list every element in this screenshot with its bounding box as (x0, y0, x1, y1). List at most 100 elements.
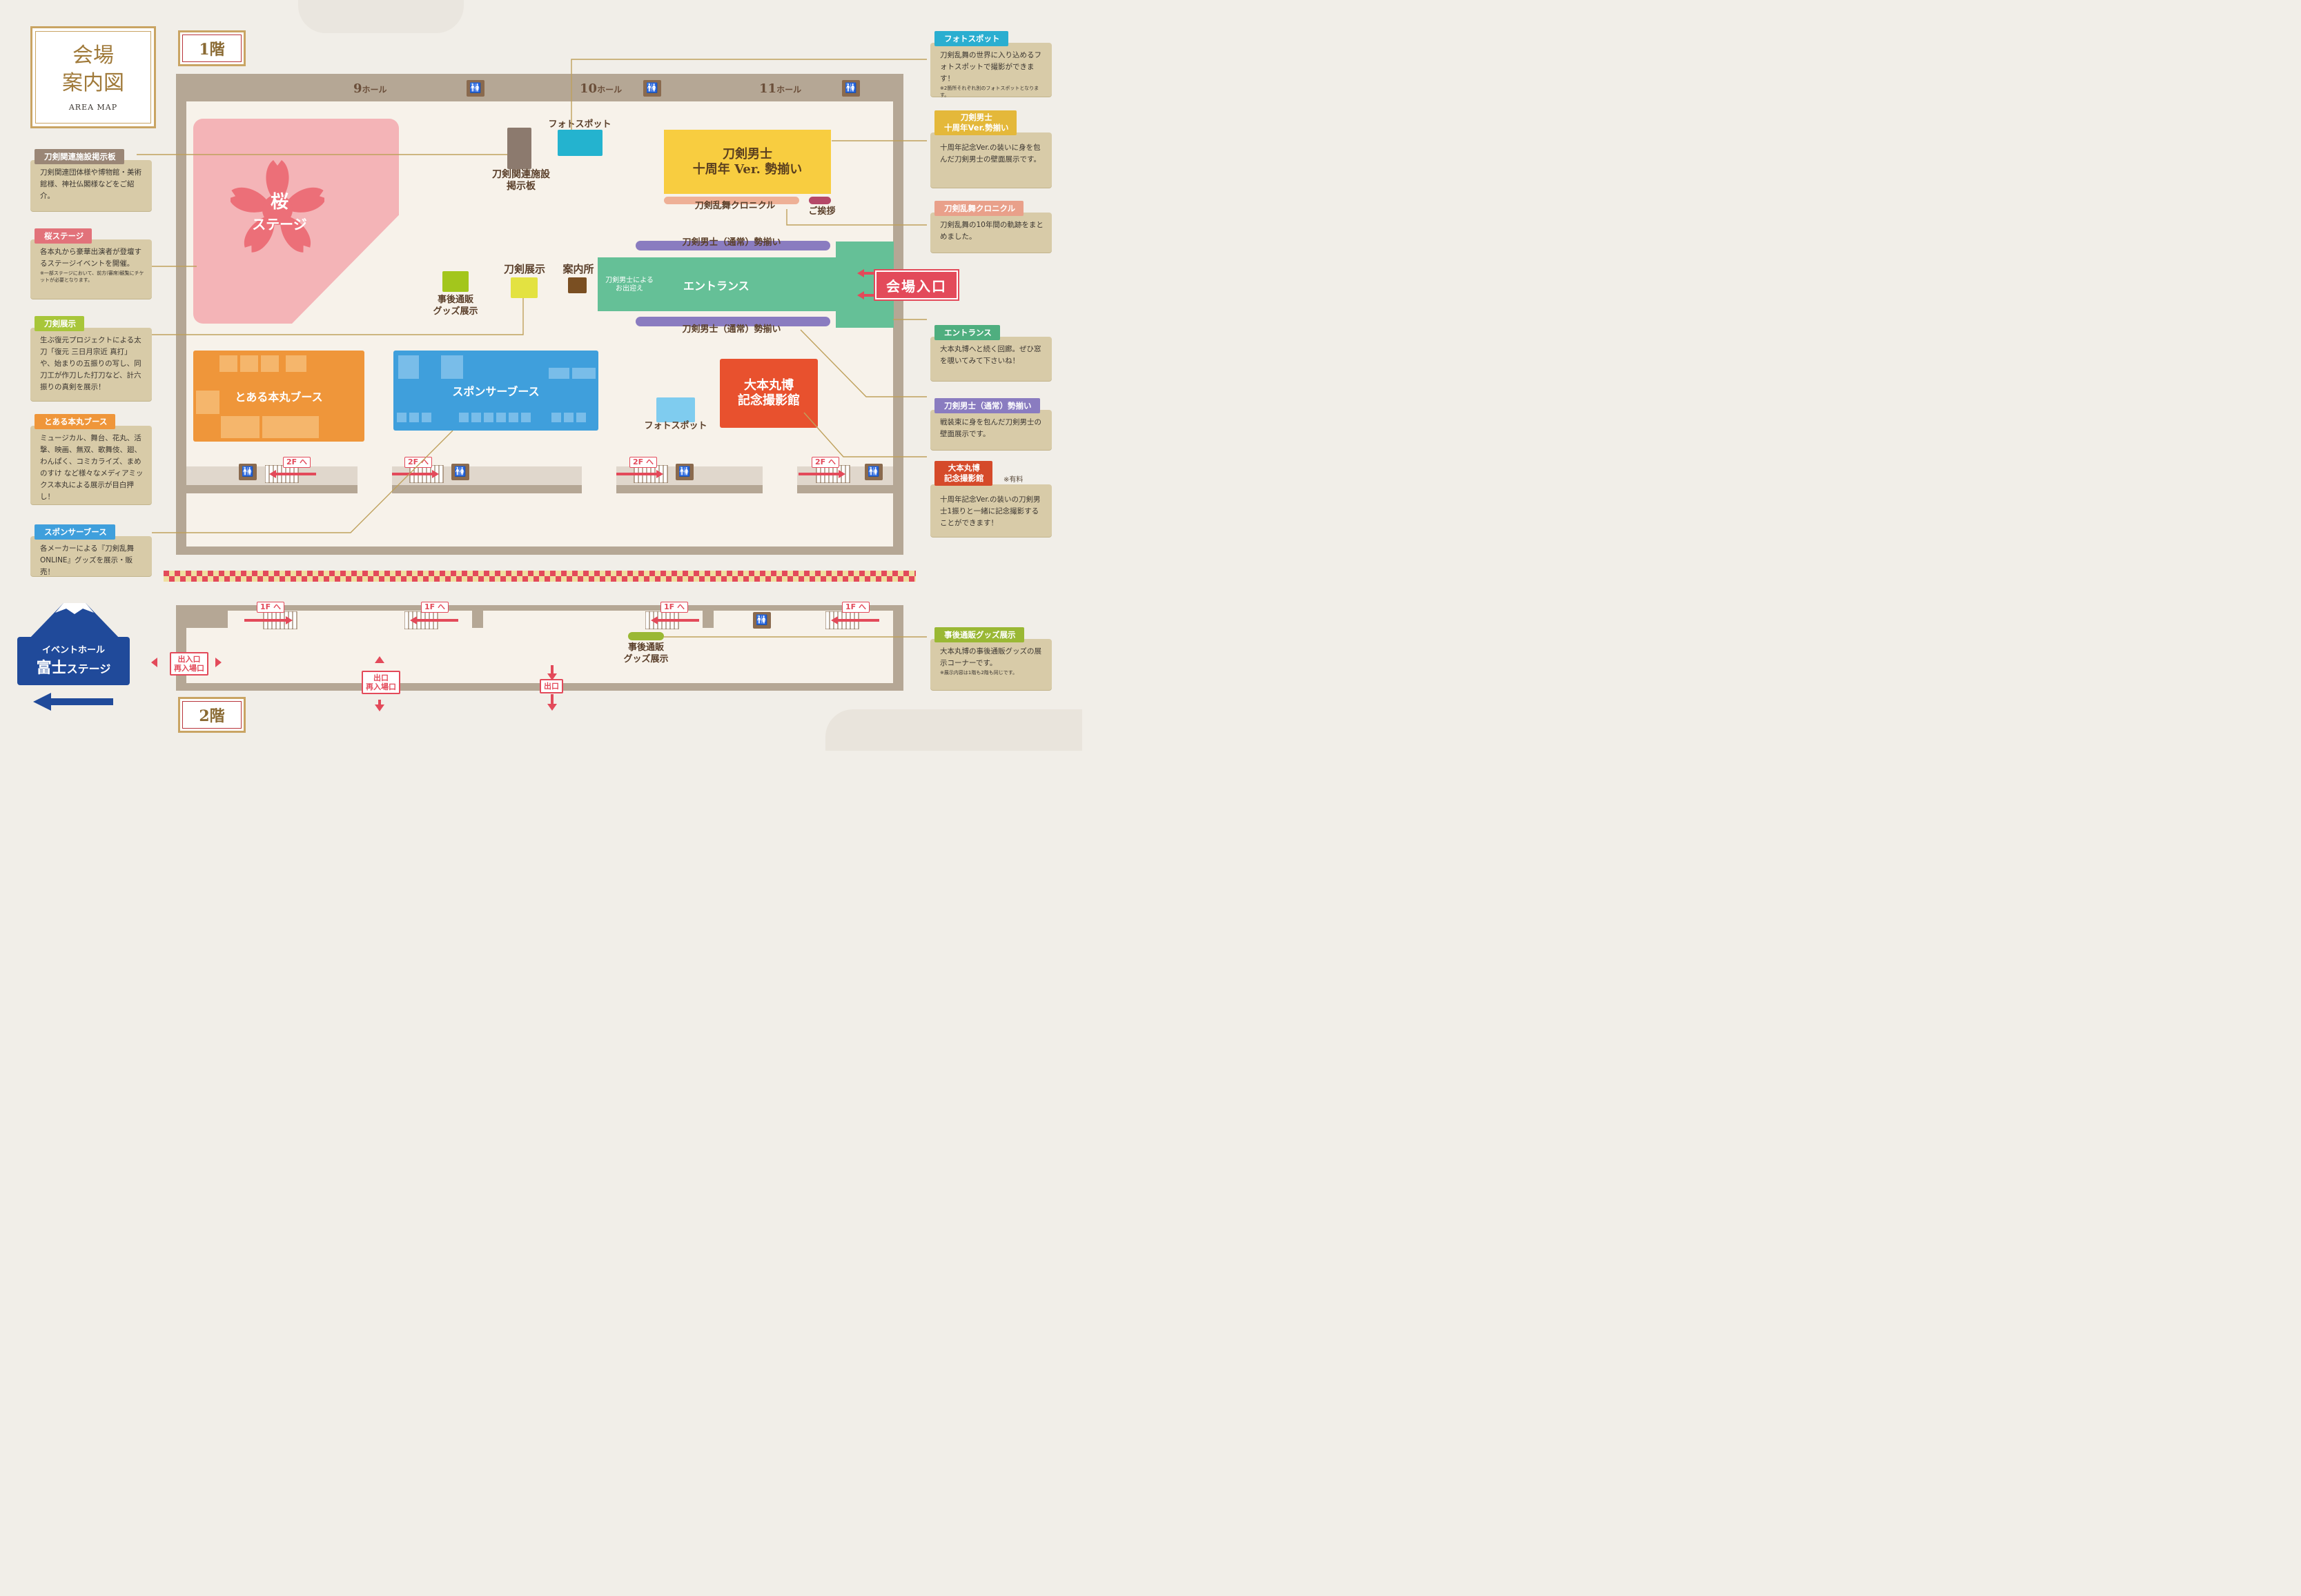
stairs-icon[interactable] (244, 611, 298, 629)
legend-sponsor-tag: スポンサーブース (35, 524, 115, 540)
fuji-line1: イベントホール (41, 645, 105, 656)
board-block[interactable] (507, 128, 531, 169)
info-desk-block[interactable] (568, 277, 587, 293)
touken-normal-top-label: 刀剣男士（通常）勢揃い (682, 237, 781, 248)
oomoto-studio[interactable]: 大本丸博記念撮影館 (720, 359, 818, 428)
legend-touken-10th-tag: 刀剣男士十周年Ver.勢揃い (934, 110, 1017, 135)
photospot-bottom-label: フォトスポット (644, 421, 707, 431)
legend-oomoto: 十周年記念Ver.の装いの刀剣男士1振りと一緒に記念撮影することができます！ (930, 484, 1052, 537)
chronicle-bar[interactable] (664, 197, 799, 204)
exit-reentry-left[interactable]: 出入口再入場口 (170, 652, 208, 676)
photospot-top-label: フォトスポット (548, 119, 611, 130)
to-1f-tag[interactable]: 1F へ (421, 602, 449, 613)
chronicle-label: 刀剣乱舞クロニクル (694, 201, 776, 211)
to-1f-tag[interactable]: 1F へ (257, 602, 284, 613)
legend-post-sale-tag: 事後通販グッズ展示 (934, 627, 1024, 642)
to-1f-tag[interactable]: 1F へ (660, 602, 688, 613)
stairs-icon[interactable] (616, 465, 669, 483)
post-sale-block[interactable] (442, 271, 469, 292)
legend-touken-normal: 戦装束に身を包んだ刀剣男士の壁面展示です。 (930, 410, 1052, 450)
to-2f-tag[interactable]: 2F へ (812, 457, 839, 468)
title-line2: 案内図 (62, 71, 124, 95)
floor-2-badge: 2階 (178, 697, 246, 733)
touken-exhibit-label: 刀剣展示 (503, 263, 545, 275)
legend-touken-exhibit-tag: 刀剣展示 (35, 316, 84, 331)
photospot-top-block[interactable] (558, 130, 603, 156)
title-line1: 会場 (72, 43, 114, 68)
sakura-icon (231, 160, 324, 253)
paid-note: ※有料 (1003, 476, 1024, 484)
sakura-stage-label: 桜ステージ (252, 192, 307, 233)
arrow-icon (375, 656, 384, 711)
fuji-title: 富士ステージ (36, 659, 111, 677)
photospot-bottom-block[interactable] (656, 397, 695, 422)
legend-board: 刀剣関連団体様や博物館・美術館様、神社仏閣様などをご紹介。 (30, 160, 152, 211)
booth-tiles (221, 416, 319, 438)
toilet-icon: 🚻 (451, 464, 469, 480)
legend-touken-normal-tag: 刀剣男士（通常）勢揃い (934, 398, 1040, 413)
to-1f-tag[interactable]: 1F へ (842, 602, 870, 613)
touken-normal-bottom-bar[interactable] (636, 317, 830, 326)
area-map-title: 会場案内図 AREA MAP (30, 26, 156, 128)
toilet-icon: 🚻 (842, 80, 860, 97)
booth-tiles (397, 413, 597, 424)
legend-chronicle: 刀剣乱舞の10年間の軌跡をまとめました。 (930, 213, 1052, 253)
legend-photospot-tag: フォトスポット (934, 31, 1008, 46)
legend-post-sale: 大本丸博の事後通販グッズの展示コーナーです。※展示内容は1階も2階も同じです。 (930, 639, 1052, 690)
toilet-icon: 🚻 (676, 464, 694, 480)
touken-exhibit-block[interactable] (511, 277, 538, 298)
stairs-icon[interactable] (645, 611, 699, 629)
toilet-icon: 🚻 (467, 80, 484, 97)
info-desk-label: 案内所 (562, 263, 594, 275)
to-2f-tag[interactable]: 2F へ (404, 457, 432, 468)
legend-touken-exhibit: 生ぶ復元プロジェクトによる太刀「復元 三日月宗近 真打」や、始まりの五振りの写し… (30, 328, 152, 401)
board-label: 刀剣関連施設掲示板 (492, 169, 550, 192)
entrance-greet-label: 刀剣男士によるお出迎え (605, 277, 654, 293)
booth-tiles (398, 355, 596, 379)
touken-10th-block[interactable]: 刀剣男士十周年 Ver. 勢揃い (664, 130, 831, 194)
booth-tiles (219, 355, 306, 372)
arrow-icon (857, 269, 875, 299)
to-2f-tag[interactable]: 2F へ (283, 457, 311, 468)
entry-sign[interactable]: 会場入口 (875, 270, 958, 299)
stairs-icon[interactable] (404, 611, 458, 629)
corridor (186, 485, 358, 493)
to-2f-tag[interactable]: 2F へ (629, 457, 657, 468)
cloud-decoration (825, 709, 1082, 751)
legend-touken-10th: 十周年記念Ver.の装いに身を包んだ刀剣男士の壁面展示です。 (930, 132, 1052, 188)
f2-post-sale-label: 事後通販グッズ展示 (623, 642, 669, 664)
greeting-label: ご挨拶 (808, 206, 836, 217)
toilet-icon: 🚻 (865, 464, 883, 480)
legend-photospot: 刀剣乱舞の世界に入り込めるフォトスポットで撮影ができます！※2箇所それぞれ別のフ… (930, 43, 1052, 98)
sponsor-booth-label: スポンサーブース (452, 385, 540, 398)
stairs-icon[interactable] (825, 611, 879, 629)
legend-sakura-tag: 桜ステージ (35, 228, 92, 244)
toilet-icon: 🚻 (643, 80, 661, 97)
arrow-icon (547, 665, 557, 711)
toilet-icon: 🚻 (239, 464, 257, 480)
legend-entrance: 大本丸博へと続く回廊。ぜひ窓を覗いてみて下さいね！ (930, 337, 1052, 381)
f2-post-sale-block[interactable] (628, 632, 664, 640)
floor-divider (164, 576, 916, 582)
mountain-icon (28, 603, 121, 640)
touken-normal-bottom-label: 刀剣男士（通常）勢揃い (682, 324, 781, 335)
cloud-decoration (298, 0, 464, 33)
toilet-icon: 🚻 (753, 612, 771, 629)
greeting-bar[interactable] (809, 197, 831, 204)
corridor (797, 485, 893, 493)
corridor (616, 485, 763, 493)
legend-chronicle-tag: 刀剣乱舞クロニクル (934, 201, 1024, 216)
stairs-icon[interactable] (799, 465, 851, 483)
legend-board-tag: 刀剣関連施設掲示板 (35, 149, 124, 164)
exit-reentry-mid[interactable]: 出口再入場口 (362, 671, 400, 694)
fuji-stage-card[interactable]: イベントホール 富士ステージ (17, 637, 130, 685)
toaru-booth-label: とある本丸ブース (235, 391, 323, 404)
exit-tag[interactable]: 出口 (540, 679, 563, 693)
arrow-icon (151, 658, 222, 667)
hall-10-label: 10ホール (580, 81, 623, 96)
legend-toaru-tag: とある本丸ブース (35, 414, 116, 429)
touken-normal-top-bar[interactable] (636, 241, 830, 250)
entrance-label: エントランス (683, 279, 750, 293)
booth-tile (196, 391, 219, 414)
post-sale-label: 事後通販グッズ展示 (433, 295, 478, 317)
